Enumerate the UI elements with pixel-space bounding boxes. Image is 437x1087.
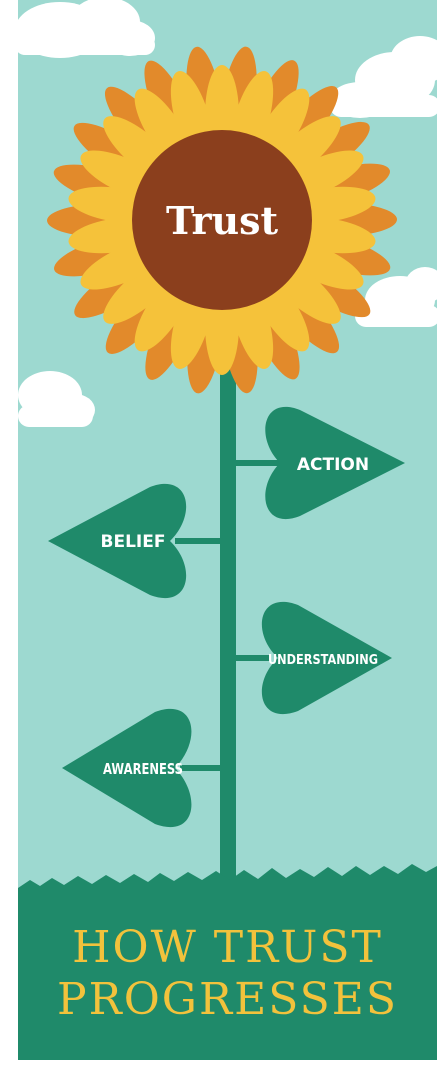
branch-action xyxy=(236,460,280,466)
ground-block xyxy=(18,890,437,1060)
leaf-understanding xyxy=(261,601,392,715)
branch-belief xyxy=(175,538,220,544)
cloud-middle-right xyxy=(355,267,437,327)
title-block: HOW TRUST PROGRESSES xyxy=(18,894,437,1054)
flower-center-label: Trust xyxy=(166,198,279,243)
stage-label-understanding: UNDERSTANDING xyxy=(268,653,378,668)
stage-label-belief: BELIEF xyxy=(101,532,166,552)
branch-understanding xyxy=(236,655,270,661)
title-line-2: PROGRESSES xyxy=(57,974,398,1025)
stage-label-action: ACTION xyxy=(297,455,369,475)
branch-awareness xyxy=(180,765,220,771)
cloud-left xyxy=(18,371,95,427)
leaf-awareness xyxy=(62,708,192,828)
sunflower-center xyxy=(132,130,312,310)
cloud-top-left xyxy=(15,0,155,58)
stem xyxy=(220,330,236,900)
cloud-top-right xyxy=(330,36,437,118)
stage-label-awareness: AWARENESS xyxy=(103,760,183,778)
leaf-belief xyxy=(48,483,187,599)
title-line-1: HOW TRUST xyxy=(72,922,383,973)
leaf-action xyxy=(265,406,405,520)
